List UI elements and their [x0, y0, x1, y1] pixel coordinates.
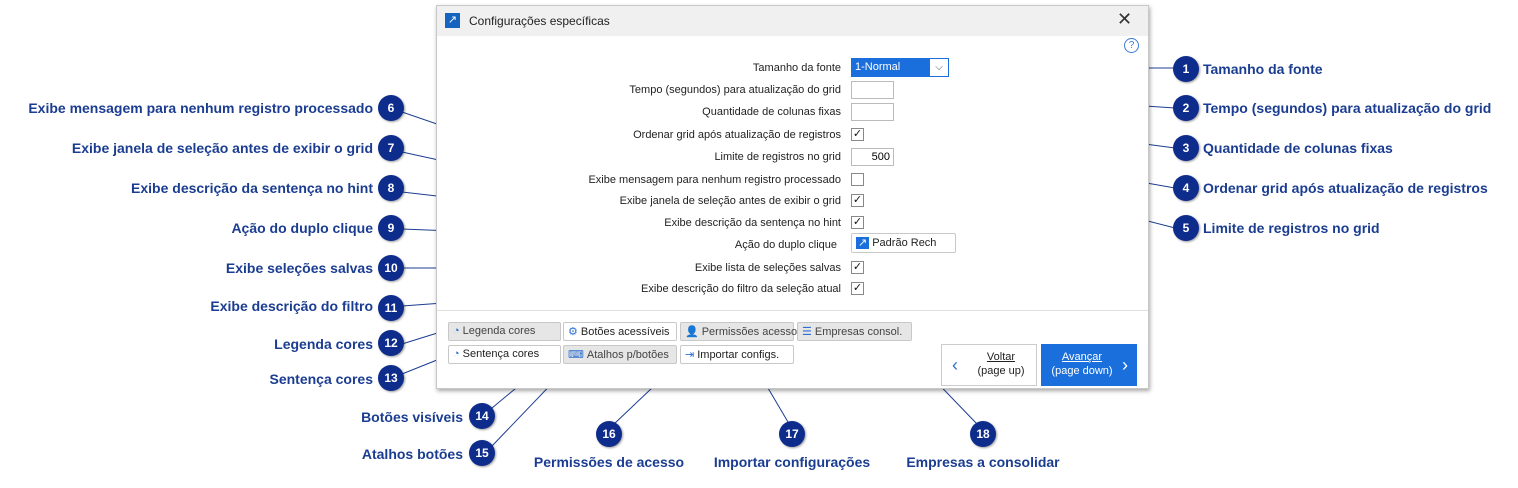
no-record-message-label: Exibe mensagem para nenhum registro proc…: [588, 174, 841, 186]
legend-colors-button[interactable]: ◔Legenda cores: [448, 322, 561, 341]
arrow-icon: ↗: [856, 237, 870, 249]
filter-description-checkbox[interactable]: ✓: [851, 282, 864, 295]
callout-number: 18: [970, 421, 996, 447]
callout-number: 16: [596, 421, 622, 447]
palette-icon: ◔: [453, 325, 460, 337]
callout-label: Ordenar grid após atualização de registr…: [1203, 180, 1488, 196]
callout-number: 15: [469, 440, 495, 466]
list-icon: ☰: [802, 326, 812, 338]
selection-window-label: Exibe janela de seleção antes de exibir …: [619, 195, 841, 207]
callout-label: Sentença cores: [269, 371, 374, 387]
callout-label: Legenda cores: [274, 336, 373, 352]
sentence-hint-checkbox[interactable]: ✓: [851, 216, 864, 229]
callout-number: 3: [1173, 135, 1199, 161]
chevron-right-icon: ›: [1122, 355, 1128, 375]
gear-icon: ⚙: [568, 326, 578, 338]
accessible-buttons-button[interactable]: ⚙Botões acessíveis: [563, 322, 677, 341]
callout-label: Empresas a consolidar: [906, 454, 1060, 470]
help-icon[interactable]: ?: [1124, 38, 1139, 53]
double-click-value: Padrão Rech: [872, 237, 937, 249]
callout-number: 4: [1173, 175, 1199, 201]
fixed-columns-input[interactable]: [851, 103, 894, 121]
callout-label: Permissões de acesso: [533, 454, 685, 470]
accessible-buttons-label: Botões acessíveis: [580, 326, 670, 338]
dialog-title: Configurações específicas: [469, 14, 610, 28]
back-label: Voltar: [986, 351, 1016, 363]
next-label: Avançar: [1061, 351, 1103, 363]
refresh-time-label: Tempo (segundos) para atualização do gri…: [629, 84, 841, 96]
refresh-time-input[interactable]: [851, 81, 894, 99]
callout-number: 7: [378, 135, 404, 161]
access-permissions-button[interactable]: 👤Permissões acesso: [680, 322, 798, 341]
callout-label: Limite de registros no grid: [1203, 220, 1380, 236]
filter-description-label: Exibe descrição do filtro da seleção atu…: [641, 283, 841, 295]
callout-label: Exibe descrição do filtro: [210, 298, 373, 314]
no-record-message-checkbox[interactable]: [851, 173, 864, 186]
title-bar: ↗ Configurações específicas ✕: [437, 6, 1148, 36]
callout-number: 8: [378, 175, 404, 201]
font-size-value: 1-Normal: [855, 61, 901, 73]
callout-label: Botões visíveis: [361, 409, 463, 425]
callout-number: 13: [378, 365, 404, 391]
callout-number: 2: [1173, 95, 1199, 121]
consolidated-companies-label: Empresas consol.: [814, 326, 903, 338]
callout-number: 5: [1173, 215, 1199, 241]
font-size-label: Tamanho da fonte: [752, 62, 841, 74]
callout-number: 6: [378, 95, 404, 121]
import-configs-button[interactable]: ⇥Importar configs.: [680, 345, 794, 364]
record-limit-input[interactable]: 500: [851, 148, 894, 166]
callout-label: Quantidade de colunas fixas: [1203, 140, 1393, 156]
keyboard-icon: ⌨: [568, 349, 584, 361]
consolidated-companies-button[interactable]: ☰Empresas consol.: [797, 322, 912, 341]
font-size-select[interactable]: 1-Normal ⌵: [851, 58, 949, 77]
double-click-action-button[interactable]: ↗Padrão Rech: [851, 233, 956, 253]
callout-number: 17: [779, 421, 805, 447]
sort-grid-checkbox[interactable]: ✓: [851, 128, 864, 141]
callout-number: 10: [378, 255, 404, 281]
sentence-colors-label: Sentença cores: [462, 348, 540, 360]
palette-icon: ◔: [453, 348, 460, 360]
callout-label: Atalhos botões: [361, 446, 463, 462]
callout-label: Exibe descrição da sentença no hint: [131, 180, 373, 196]
access-permissions-label: Permissões acesso: [701, 326, 798, 338]
callout-number: 14: [469, 403, 495, 429]
callout-label: Exibe janela de seleção antes de exibir …: [71, 140, 373, 156]
record-limit-label: Limite de registros no grid: [714, 151, 841, 163]
callout-number: 1: [1173, 56, 1199, 82]
import-configs-label: Importar configs.: [697, 349, 780, 361]
callout-label: Exibe seleções salvas: [225, 260, 373, 276]
callout-label: Tempo (segundos) para atualização do gri…: [1203, 100, 1492, 116]
app-arrow-icon: ↗: [445, 13, 460, 28]
next-shortcut: (page down): [1051, 365, 1113, 377]
back-shortcut: (page up): [977, 365, 1025, 377]
saved-selections-checkbox[interactable]: ✓: [851, 261, 864, 274]
back-button[interactable]: ‹ Voltar (page up): [941, 344, 1037, 386]
sort-grid-label: Ordenar grid após atualização de registr…: [633, 129, 841, 141]
callout-number: 12: [378, 330, 404, 356]
next-button[interactable]: Avançar (page down) ›: [1041, 344, 1137, 386]
callout-number: 11: [378, 295, 404, 321]
settings-dialog: ↗ Configurações específicas ✕ ? Tamanho …: [436, 5, 1149, 389]
file-import-icon: ⇥: [685, 349, 695, 361]
chevron-down-icon: ⌵: [930, 59, 948, 76]
callout-number: 9: [378, 215, 404, 241]
double-click-label: Ação do duplo clique: [734, 239, 837, 251]
fixed-columns-label: Quantidade de colunas fixas: [702, 106, 841, 118]
chevron-left-icon: ‹: [952, 355, 958, 375]
callout-label: Tamanho da fonte: [1203, 61, 1323, 77]
sentence-colors-button[interactable]: ◔Sentença cores: [448, 345, 561, 364]
legend-colors-label: Legenda cores: [462, 325, 536, 337]
button-shortcuts-button[interactable]: ⌨Atalhos p/botões: [563, 345, 677, 364]
callout-label: Ação do duplo clique: [231, 220, 373, 236]
saved-selections-label: Exibe lista de seleções salvas: [694, 262, 841, 274]
callout-label: Exibe mensagem para nenhum registro proc…: [28, 100, 373, 116]
close-icon[interactable]: ✕: [1117, 9, 1133, 29]
callout-label: Importar configurações: [713, 454, 871, 470]
button-shortcuts-label: Atalhos p/botões: [586, 349, 669, 361]
user-check-icon: 👤: [685, 326, 699, 338]
divider: [437, 310, 1148, 311]
sentence-hint-label: Exibe descrição da sentença no hint: [664, 217, 841, 229]
selection-window-checkbox[interactable]: ✓: [851, 194, 864, 207]
